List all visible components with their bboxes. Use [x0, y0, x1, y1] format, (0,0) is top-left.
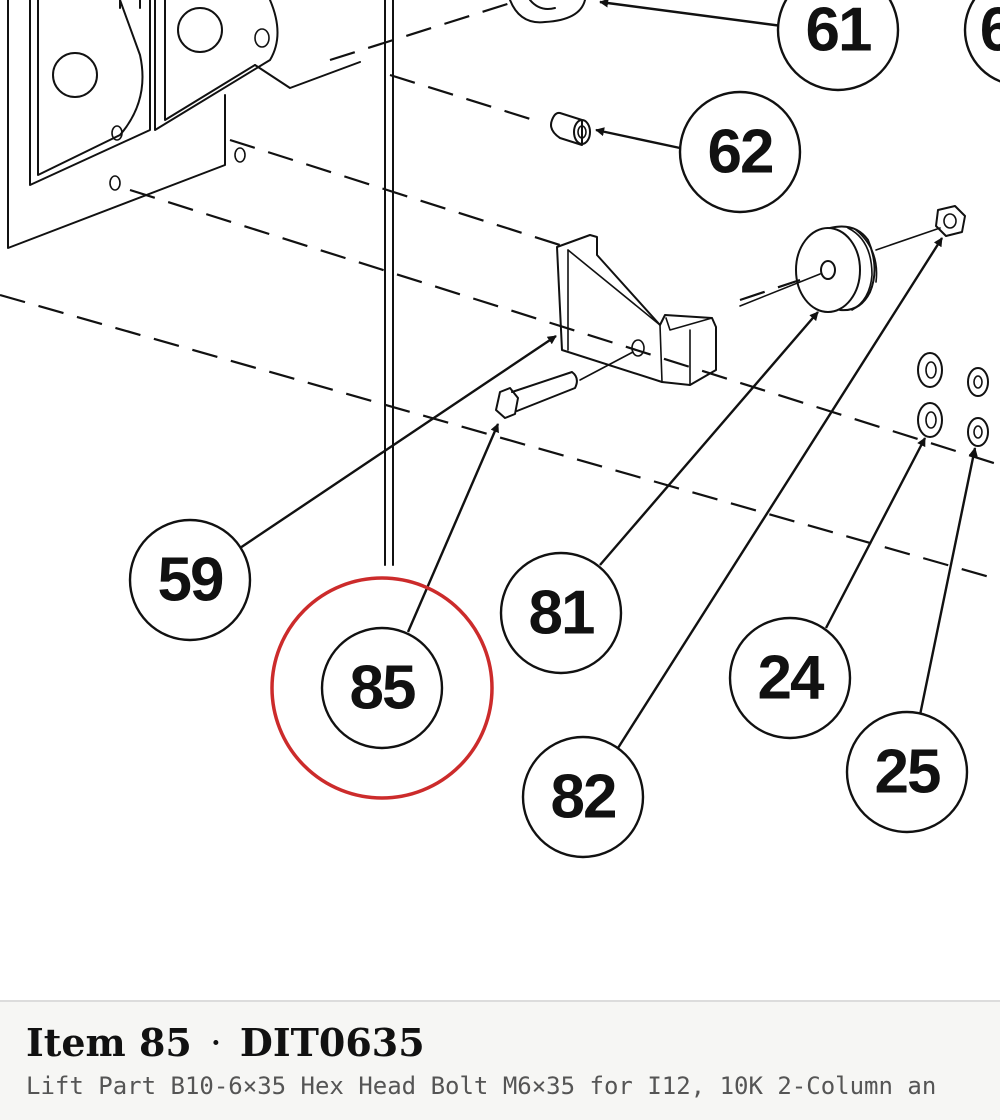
callout-label: 81 [529, 579, 594, 648]
parts-diagram: 61 6 62 59 85 81 82 24 25 [0, 0, 1000, 859]
item-title: Item 85 · DIT0635 [26, 1020, 425, 1065]
item-description: Lift Part B10-6×35 Hex Head Bolt M6×35 f… [26, 1072, 937, 1100]
callout-25[interactable]: 25 [845, 710, 969, 834]
column-post [384, 0, 394, 566]
callout-label: 25 [875, 738, 940, 807]
item-label: Item 85 [26, 1020, 192, 1065]
callout-85[interactable]: 85 [320, 626, 444, 750]
callout-label: 82 [551, 763, 616, 832]
assembly-axis-lines [0, 0, 1000, 582]
svg-text:6: 6 [980, 0, 1000, 65]
callout-61[interactable]: 61 [776, 0, 900, 92]
callout-label: 24 [758, 644, 825, 713]
callout-label: 61 [806, 0, 871, 65]
callout-24[interactable]: 24 [728, 616, 852, 740]
callout-62[interactable]: 62 [678, 90, 802, 214]
callout-59[interactable]: 59 [128, 518, 252, 642]
callout-81[interactable]: 81 [499, 551, 623, 675]
callout-label: 62 [708, 118, 773, 187]
part-24-washers [917, 352, 943, 438]
item-caption-bar: Item 85 · DIT0635 Lift Part B10-6×35 Hex H… [0, 1000, 1000, 1120]
part-81-roller [739, 225, 941, 313]
part-61-shape [509, 0, 586, 24]
callout-82[interactable]: 82 [521, 735, 645, 859]
callout-partial-edge: 6 [963, 0, 1000, 83]
part-25-lock-washers [967, 367, 989, 447]
part-59-bracket [556, 234, 717, 386]
carriage-bracket [7, 0, 361, 249]
callout-label: 85 [350, 654, 415, 723]
selected-item-highlight-ring [270, 576, 494, 800]
title-separator: · [209, 1021, 222, 1065]
part-85-bolt [495, 351, 634, 419]
part-number: DIT0635 [239, 1020, 425, 1065]
part-82-nut [935, 205, 966, 237]
leader-lines [239, 0, 978, 749]
part-62-spacer [550, 111, 591, 146]
callout-label: 59 [158, 546, 223, 615]
